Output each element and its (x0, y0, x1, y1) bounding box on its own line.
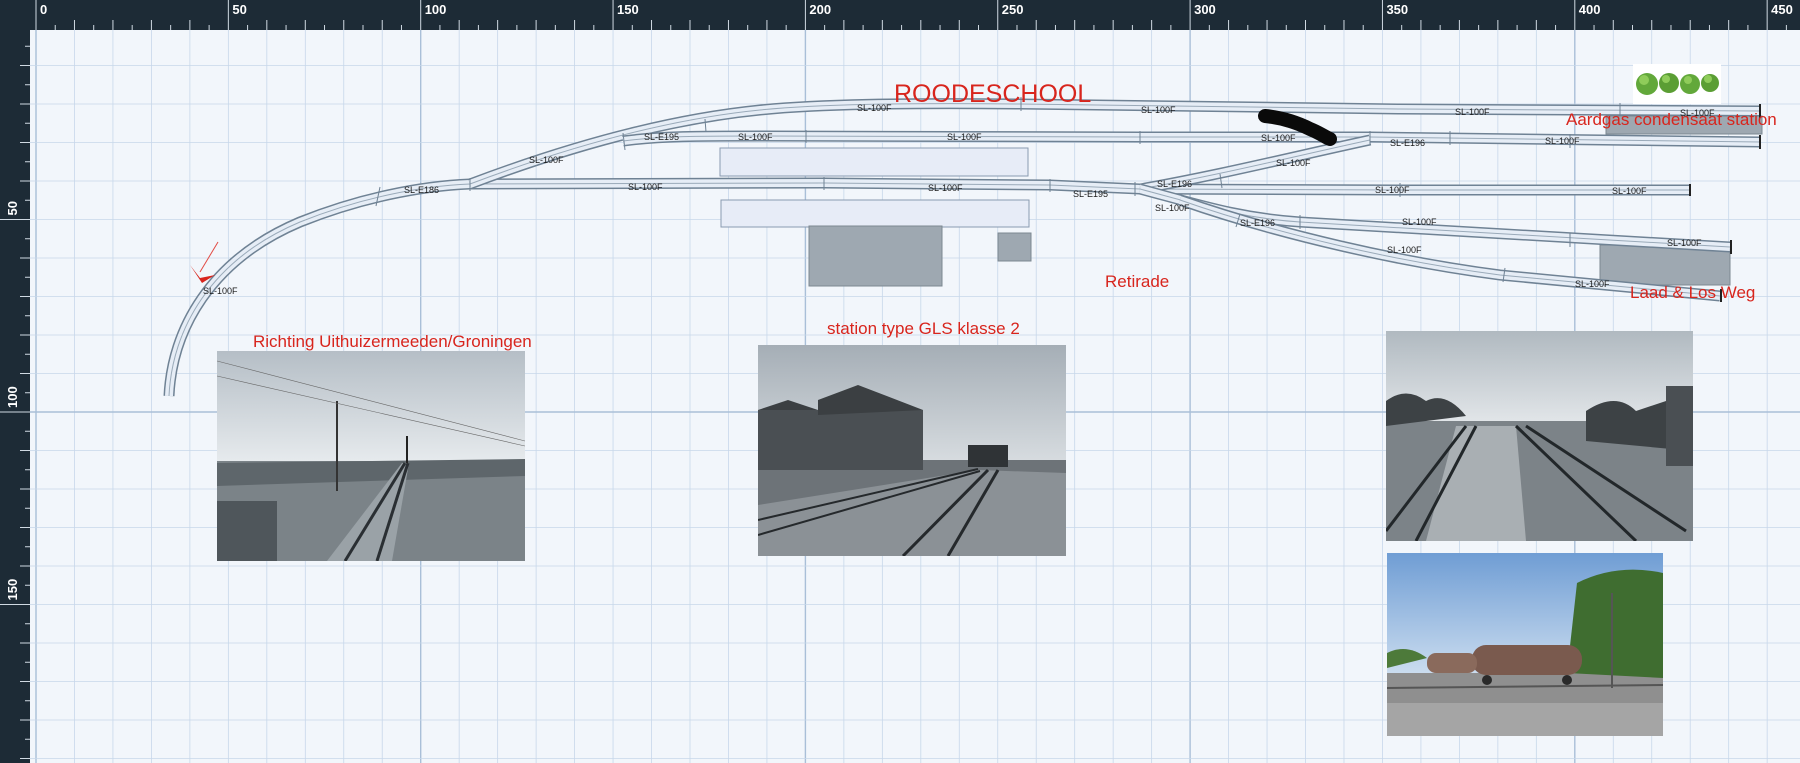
horizontal-ruler[interactable]: 0 50 100 150 200 250 300 350 400 450 (0, 0, 1800, 30)
ruler-x-label: 0 (40, 2, 47, 17)
tracks (163, 97, 1761, 397)
track-code: SL-100F (1261, 133, 1296, 143)
ruler-x-label: 300 (1194, 2, 1216, 17)
ruler-y-label: 100 (5, 386, 20, 408)
tree-icon (1680, 74, 1700, 94)
track-code: SL-E186 (404, 185, 439, 195)
track-code: SL-E196 (1390, 138, 1425, 148)
track-code: SL-100F (1667, 238, 1702, 248)
ruler-x-label: 200 (809, 2, 831, 17)
track-code: SL-100F (1575, 279, 1610, 289)
tree-group[interactable] (1633, 64, 1721, 104)
track-code: SL-E195 (644, 132, 679, 142)
track-code: SL-100F (738, 132, 773, 142)
ruler-x-label: 250 (1002, 2, 1024, 17)
ruler-x-label: 150 (617, 2, 639, 17)
platform-lower[interactable] (720, 199, 1030, 228)
track-code: SL-E196 (1157, 179, 1192, 189)
track-code: SL-100F (628, 182, 663, 192)
photo-station[interactable] (758, 345, 1066, 556)
ruler-x-label: 350 (1386, 2, 1408, 17)
track-code: SL-100F (1455, 107, 1490, 117)
track-code: SL-100F (1680, 108, 1715, 118)
station-title: ROODESCHOOL (894, 80, 1092, 108)
photo-tank-wagons[interactable] (1387, 553, 1663, 736)
marker-scribble (1258, 109, 1337, 146)
tree-icon (1659, 73, 1679, 93)
track-code: SL-100F (1155, 203, 1190, 213)
ruler-x-label: 400 (1579, 2, 1601, 17)
track-code: SL-100F (1402, 217, 1437, 227)
track-code: SL-E196 (1240, 218, 1275, 228)
ruler-x-label: 100 (425, 2, 447, 17)
label-laad-los: Laad & Los Weg (1630, 283, 1756, 302)
platform-upper[interactable] (719, 147, 1029, 177)
ruler-y-label: 50 (5, 201, 20, 215)
ruler-corner (0, 0, 30, 30)
ruler-x-label: 50 (232, 2, 246, 17)
drawing-canvas[interactable]: SL-100F SL-100F SL-100F SL-100F SL-E195 … (30, 26, 1800, 763)
track-code: SL-100F (1375, 185, 1410, 195)
track-code: SL-100F (1276, 158, 1311, 168)
track-code: SL-100F (1545, 136, 1580, 146)
track-code: SL-100F (857, 103, 892, 113)
photo-rural-track[interactable] (217, 351, 525, 561)
track-code: SL-100F (1141, 105, 1176, 115)
photo-yard[interactable] (1386, 331, 1693, 541)
label-direction: Richting Uithuizermeeden/Groningen (253, 332, 532, 351)
direction-arrow-icon (190, 241, 219, 283)
laad-los-area[interactable] (1599, 244, 1731, 286)
label-station-type: station type GLS klasse 2 (827, 319, 1020, 338)
tree-icon (1636, 73, 1658, 95)
ruler-y-label: 150 (5, 579, 20, 601)
track-code: SL-100F (947, 132, 982, 142)
ruler-x-label: 450 (1771, 2, 1793, 17)
vertical-ruler[interactable]: 50 100 150 (0, 0, 30, 763)
track-code: SL-100F (1612, 186, 1647, 196)
track-code: SL-100F (1387, 245, 1422, 255)
retirade-building[interactable] (997, 232, 1032, 262)
track-code: SL-100F (203, 286, 238, 296)
label-aardgas: Aardgas condensaat station (1566, 110, 1777, 129)
track-code: SL-100F (529, 155, 564, 165)
track-code: SL-E195 (1073, 189, 1108, 199)
track-code: SL-100F (928, 183, 963, 193)
station-building[interactable] (808, 225, 943, 287)
label-retirade: Retirade (1105, 272, 1170, 291)
tree-icon (1701, 74, 1719, 92)
